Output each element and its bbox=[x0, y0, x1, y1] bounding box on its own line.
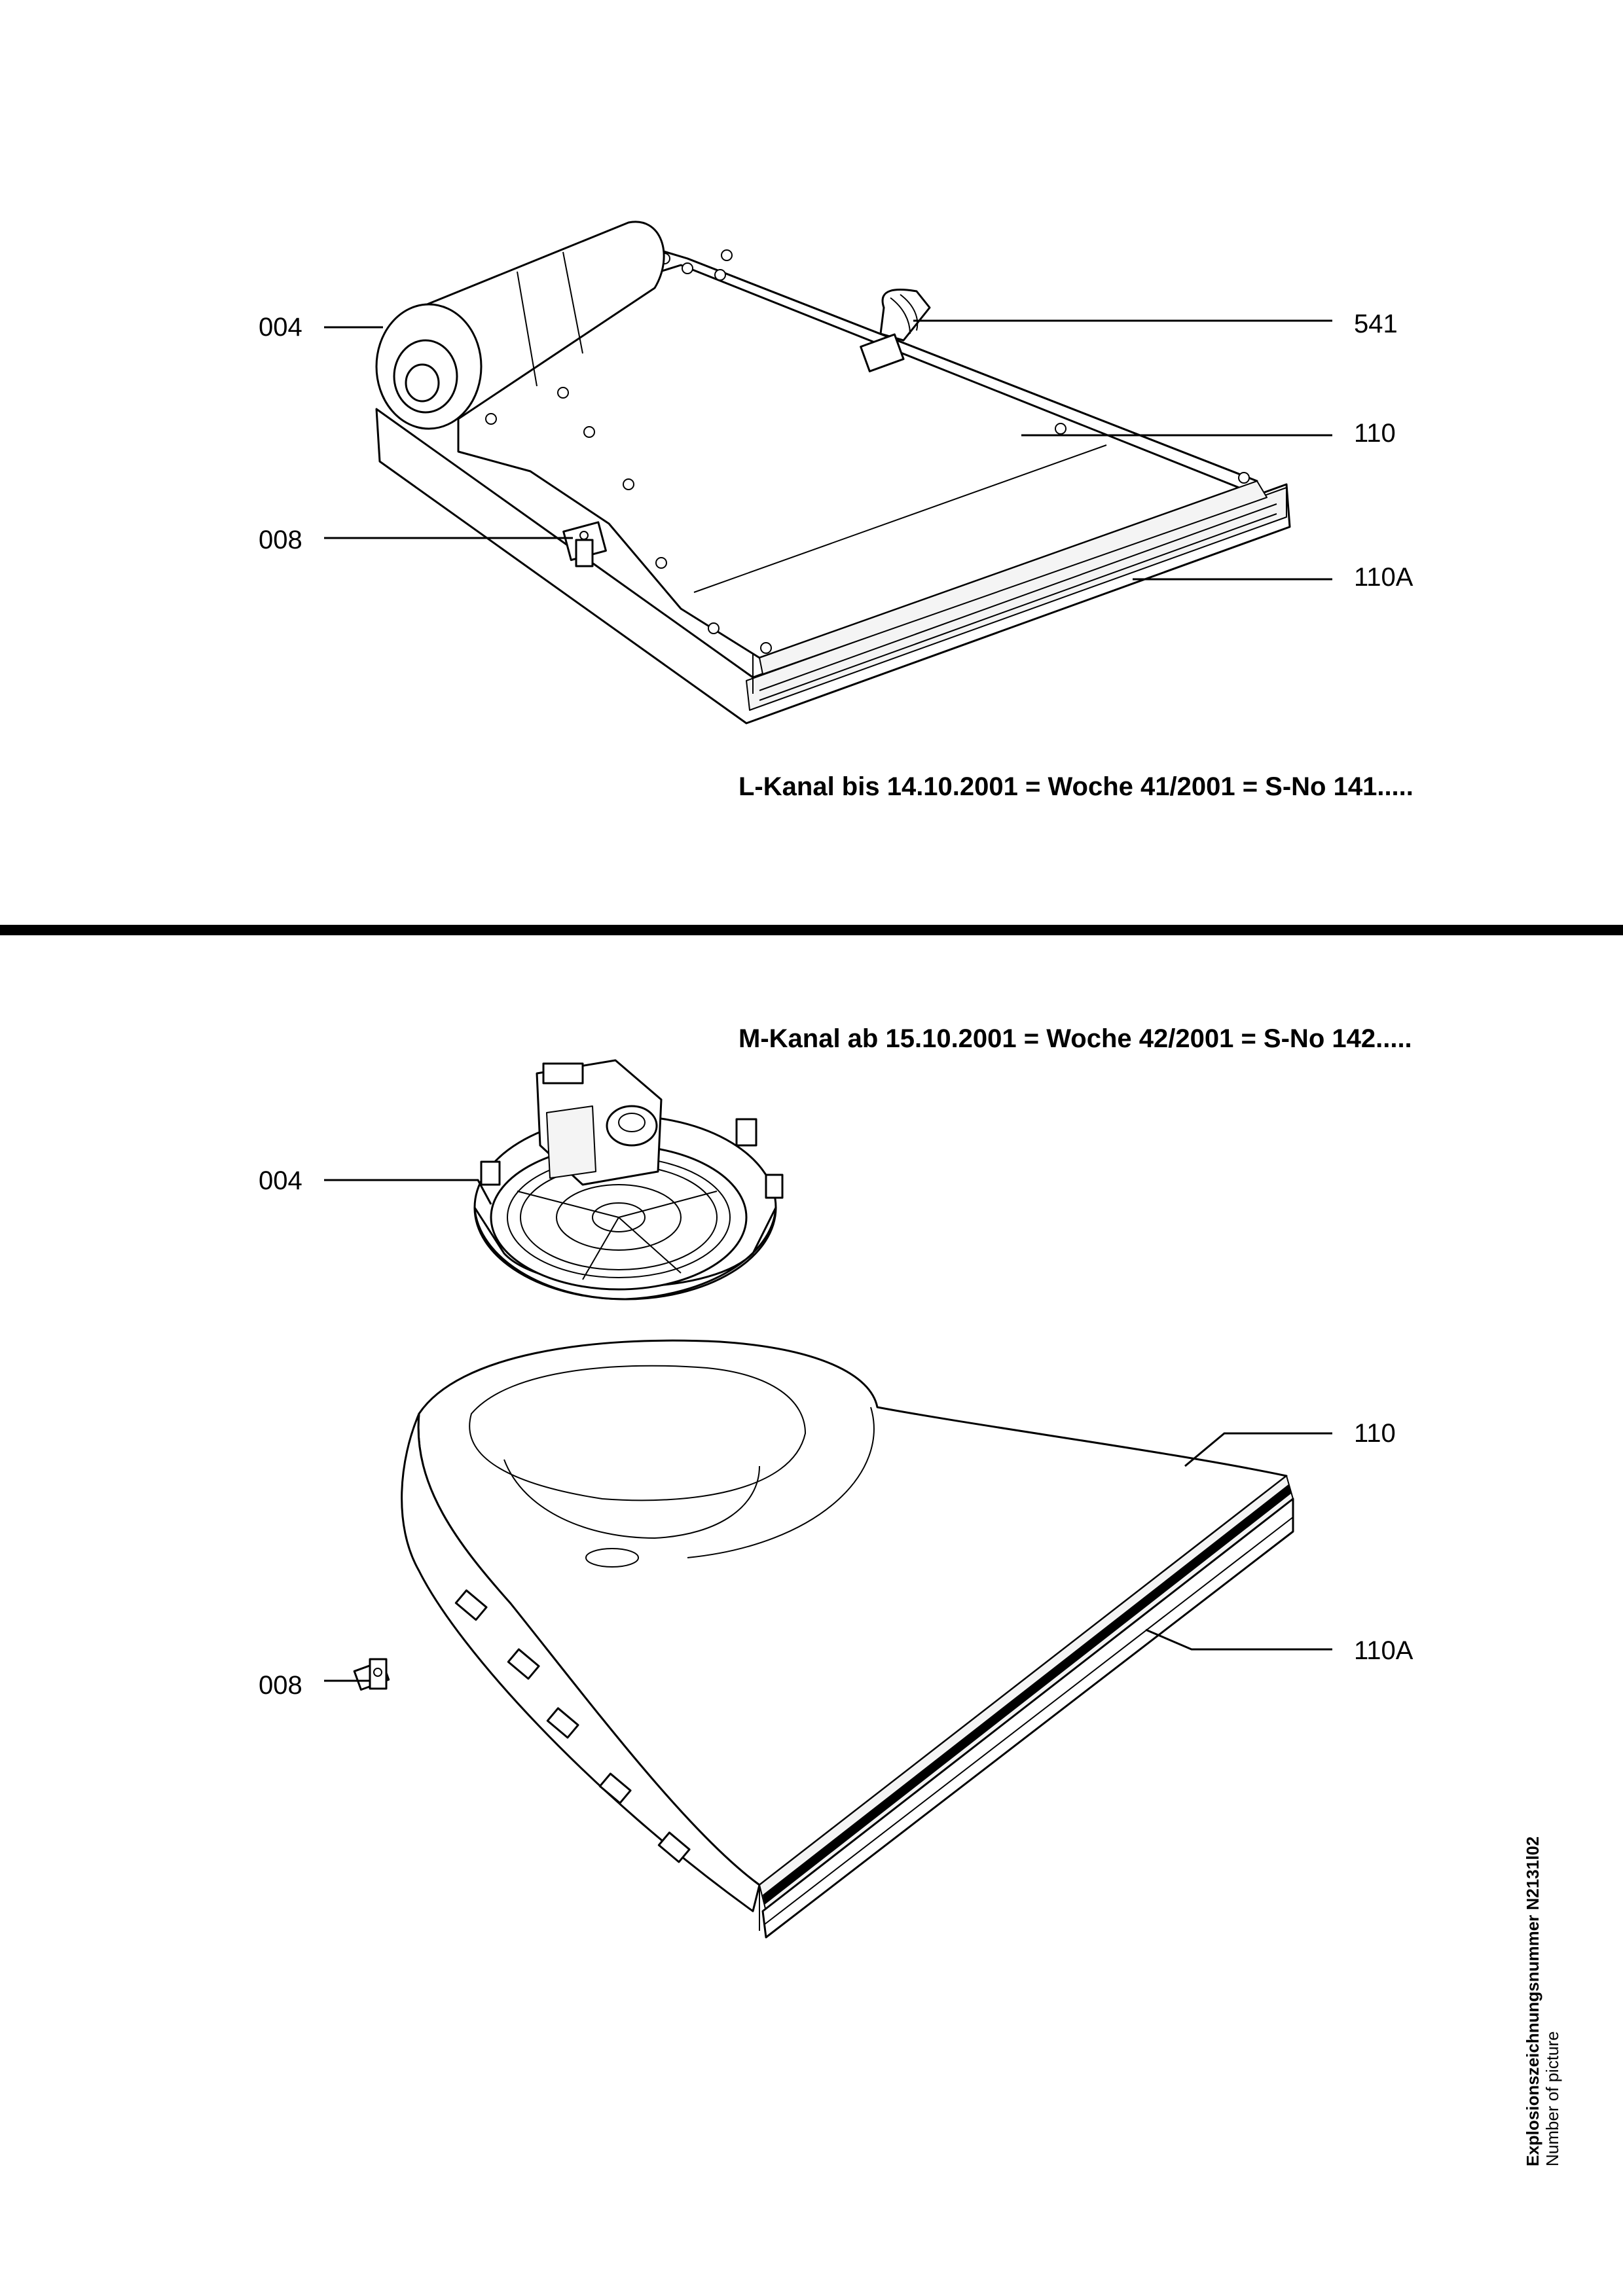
lower-callout-008: 008 bbox=[259, 1671, 302, 1700]
lower-callout-004: 004 bbox=[259, 1166, 302, 1195]
lower-callout-110a: 110A bbox=[1354, 1636, 1413, 1665]
lower-part-110-duct bbox=[401, 1339, 1288, 1931]
lower-part-008-bracket bbox=[353, 1658, 390, 1691]
lower-section-caption: M-Kanal ab 15.10.2001 = Woche 42/2001 = … bbox=[739, 1024, 1412, 1053]
picture-number-subtitle: Number of picture bbox=[1542, 2031, 1562, 2166]
lower-leader-004 bbox=[324, 1179, 492, 1205]
upper-assembly bbox=[375, 221, 1291, 725]
upper-callout-008: 008 bbox=[259, 526, 302, 554]
upper-part-541-clip bbox=[860, 289, 931, 372]
upper-part-004-motor bbox=[375, 221, 665, 430]
lower-leader-110a bbox=[1145, 1628, 1332, 1651]
lower-part-110a-strip bbox=[759, 1475, 1294, 1939]
picture-number-block: Explosionszeichnungsnummer N2131l02 Numb… bbox=[1523, 1837, 1562, 2166]
upper-callout-004: 004 bbox=[259, 313, 302, 342]
upper-section-caption: L-Kanal bis 14.10.2001 = Woche 41/2001 =… bbox=[739, 772, 1413, 801]
upper-part-110a-tray bbox=[375, 408, 1291, 725]
upper-callout-110: 110 bbox=[1354, 419, 1396, 448]
lower-part-004-fan bbox=[473, 1059, 784, 1300]
upper-part-008-bracket bbox=[562, 521, 607, 567]
section-divider bbox=[0, 925, 1623, 935]
upper-callout-110a: 110A bbox=[1354, 563, 1413, 592]
lower-callout-110: 110 bbox=[1354, 1419, 1396, 1448]
lower-leader-110 bbox=[1184, 1432, 1332, 1467]
picture-number-title: Explosionszeichnungsnummer N2131l02 bbox=[1523, 1837, 1542, 2166]
upper-callout-541: 541 bbox=[1354, 310, 1398, 338]
